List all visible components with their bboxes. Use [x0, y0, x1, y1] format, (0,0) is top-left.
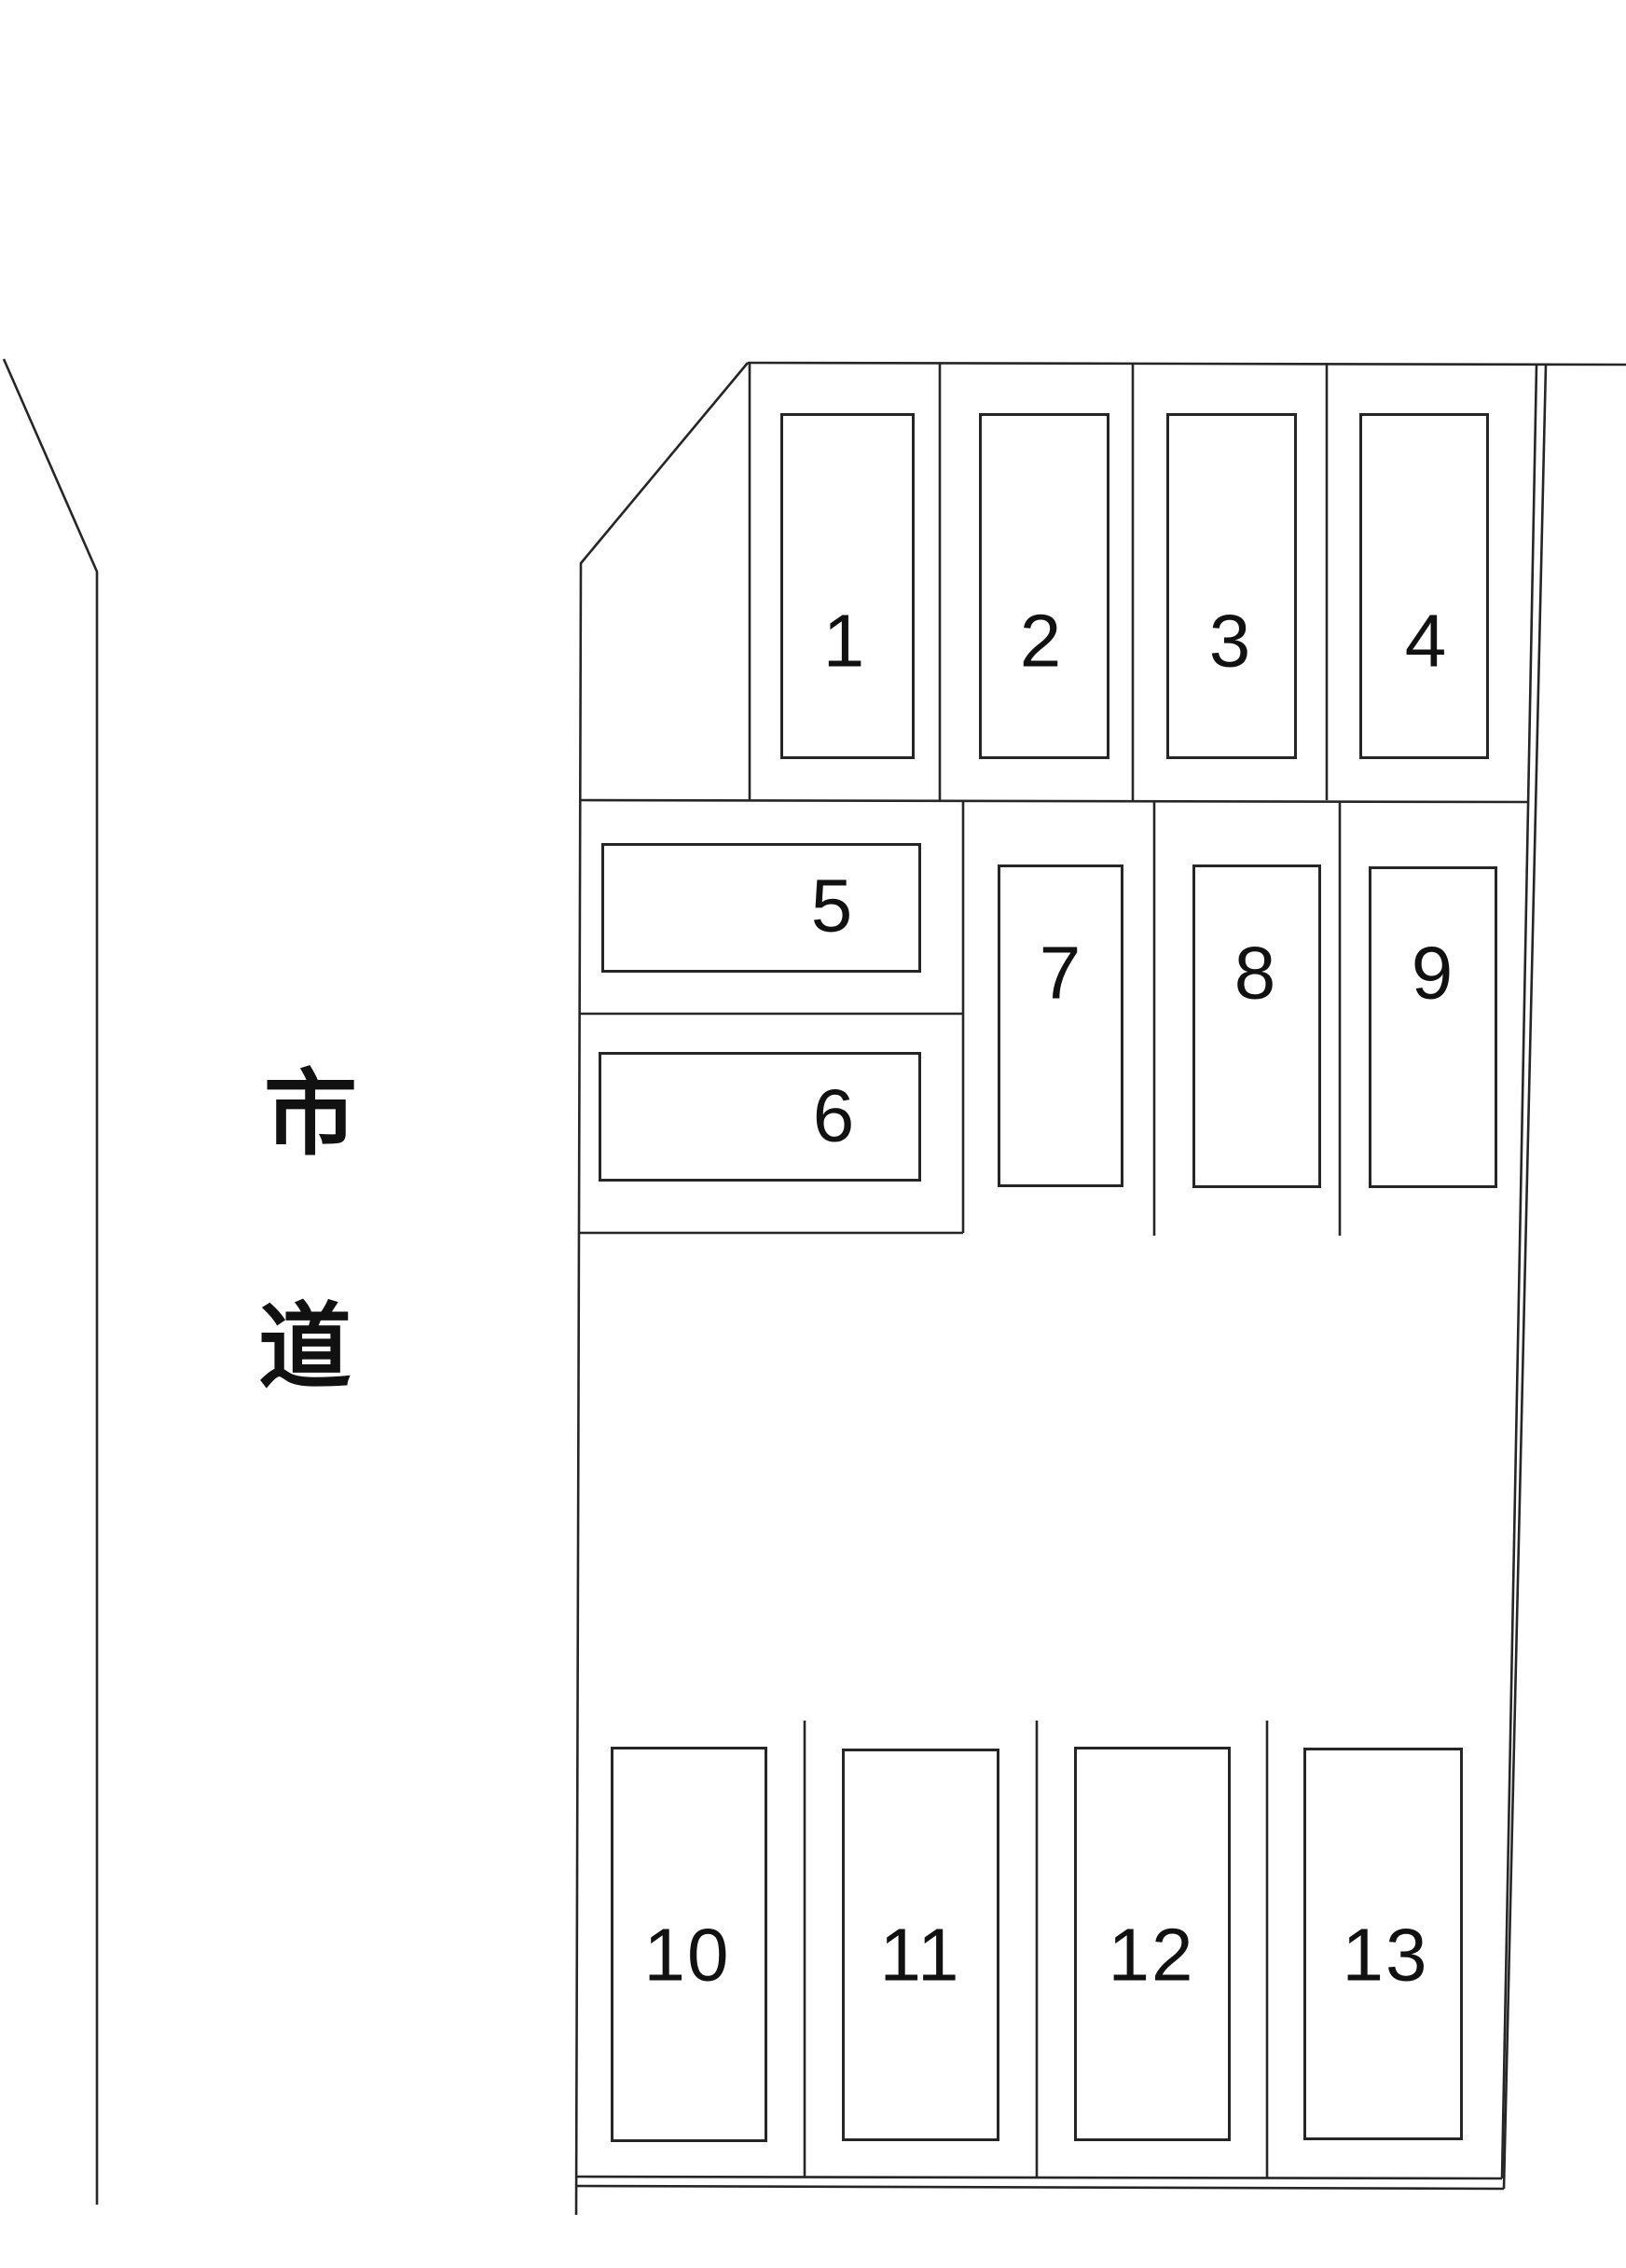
parking-stall-number-9: 9 — [1411, 931, 1455, 1015]
parking-stall-number-7: 7 — [1039, 931, 1083, 1015]
parking-stall-number-12: 12 — [1108, 1913, 1195, 1997]
parking-stall-number-3: 3 — [1208, 599, 1253, 683]
road-label-char-shi: 市 — [264, 1059, 357, 1169]
lot-right-outer-line — [1502, 364, 1548, 2190]
parking-stall-number-4: 4 — [1404, 599, 1449, 683]
parking-stall-7 — [998, 864, 1123, 1187]
lot-right-inner-line — [1500, 364, 1538, 2179]
parking-stall-number-6: 6 — [812, 1073, 857, 1157]
parking-stall-number-10: 10 — [643, 1913, 731, 1997]
parking-stall-11 — [842, 1749, 999, 2141]
parking-stall-8 — [1192, 864, 1321, 1188]
road-boundary-line — [2, 358, 99, 2205]
road-boundary — [2, 358, 99, 2205]
lot-bottom-inner-line — [574, 2175, 1503, 2180]
parking-stall-3 — [1166, 413, 1297, 759]
lot-outline — [574, 361, 1626, 2216]
parking-stall-number-1: 1 — [822, 599, 867, 683]
parking-stall-5 — [601, 843, 921, 973]
lot-top-boundary — [747, 361, 1626, 366]
row1-section-lines — [578, 363, 1529, 804]
lot-left-boundary — [574, 362, 749, 2216]
parking-stall-1 — [780, 413, 915, 759]
row1-bottom-line — [578, 798, 1529, 804]
bottom-section-lines — [803, 1721, 1269, 2178]
parking-stall-9 — [1369, 866, 1497, 1188]
parking-stall-number-2: 2 — [1019, 599, 1064, 683]
parking-stall-number-8: 8 — [1233, 931, 1278, 1015]
parking-stall-13 — [1303, 1748, 1463, 2140]
parking-stall-12 — [1074, 1747, 1231, 2141]
road-label-char-do: 道 — [258, 1293, 351, 1402]
lot-bottom-outer-line — [574, 2184, 1505, 2191]
parking-stall-10 — [611, 1747, 767, 2142]
parking-stall-number-5: 5 — [810, 864, 855, 947]
parking-stall-2 — [979, 413, 1109, 759]
parking-stall-number-13: 13 — [1342, 1913, 1429, 1997]
mid-section-lines — [579, 801, 1342, 1236]
parking-stall-number-11: 11 — [879, 1913, 961, 1997]
parking-stall-4 — [1359, 413, 1489, 759]
parking-stall-6 — [599, 1052, 921, 1182]
